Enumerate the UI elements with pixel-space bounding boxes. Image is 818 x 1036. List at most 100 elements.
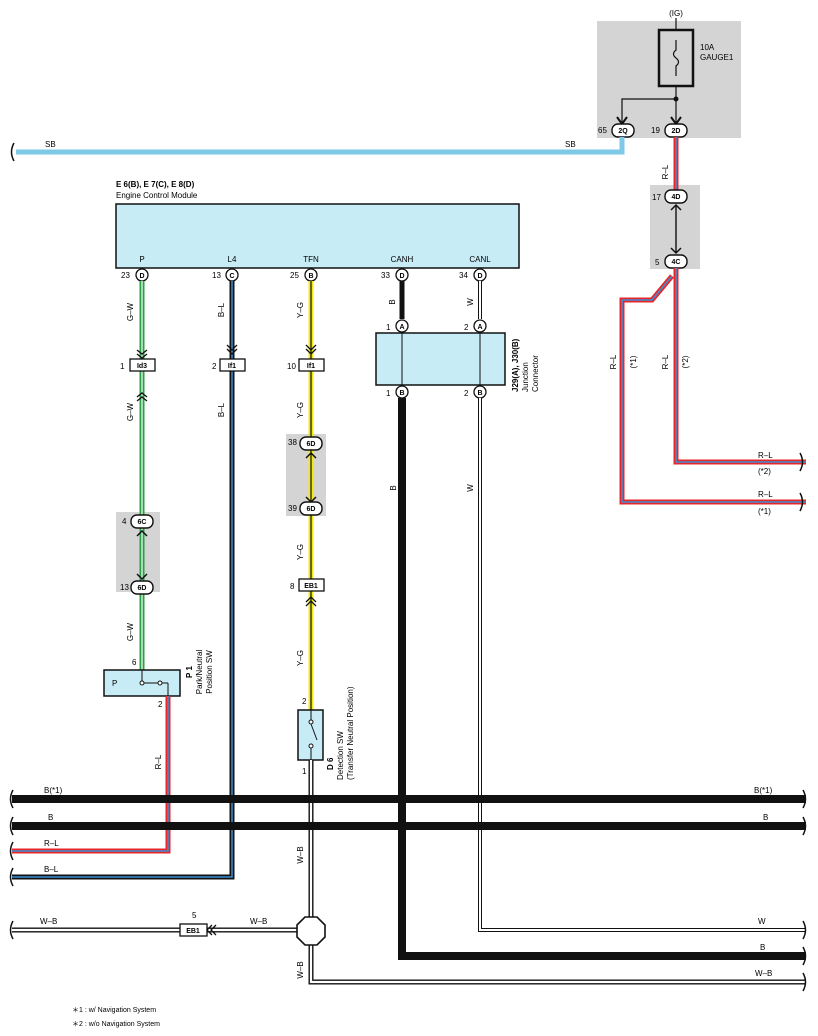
- d6-name: D 6: [326, 757, 335, 770]
- wire-sb-left-label: SB: [45, 140, 56, 149]
- pin-4c-no: 5: [655, 258, 660, 267]
- ecm-connectors: E 6(B), E 7(C), E 8(D): [116, 180, 195, 189]
- wire-w-junction-label: W: [466, 484, 475, 492]
- fuse-name: GAUGE1: [700, 53, 734, 62]
- wire-sb: [16, 137, 625, 155]
- wire-bl-label-1: B–L: [217, 302, 226, 317]
- pin-id3-no: 1: [120, 362, 125, 371]
- ecm-terminal-conn: D: [477, 273, 482, 280]
- connector-6d-c: 6D: [307, 506, 316, 513]
- bus-b-left: B: [48, 813, 53, 822]
- wire-wb-d6-label: W–B: [296, 846, 305, 863]
- pin-4d-no: 17: [652, 193, 661, 202]
- wire-canh-label: B: [388, 299, 397, 304]
- junction-connector-box: [375, 332, 506, 386]
- ecm-terminal-name: CANH: [391, 255, 414, 264]
- note-1: ＊1 : w/ Navigation System: [72, 1007, 156, 1014]
- wire-rl-p1-label: R–L: [154, 754, 163, 769]
- d6-pin2: 2: [302, 697, 307, 706]
- connector-if1b: If1: [307, 363, 315, 370]
- wire-rl-p1: [12, 696, 171, 854]
- ecm-terminal-name: CANL: [469, 255, 491, 264]
- wire-break-left-icons: [9, 789, 14, 940]
- ecm-terminal-canh: CANH 33 D: [381, 255, 414, 282]
- ecm-terminal-pin-no: 13: [212, 271, 221, 280]
- p1-pin6: 6: [132, 658, 137, 667]
- ground-splice-icon: [296, 916, 326, 946]
- wire-rl-star2-label: R–L: [661, 354, 670, 369]
- ecm-terminal-pin-no: 33: [381, 271, 390, 280]
- ecm-terminal-conn: B: [308, 273, 313, 280]
- fuse-element-icon: [672, 40, 680, 76]
- connector-4d: 4D: [672, 194, 681, 201]
- jc-bot-pin1: B: [399, 390, 404, 397]
- jc-bot-pin2: B: [477, 390, 482, 397]
- bus-b-star1-left: B(*1): [44, 786, 63, 795]
- ecm-terminal-name: TFN: [303, 255, 319, 264]
- d6-desc-1: Detection SW: [336, 731, 345, 780]
- wire-bl: [12, 281, 235, 880]
- jc-desc-1: Junction: [521, 362, 530, 392]
- right-rl-bottom-note: (*1): [758, 507, 771, 516]
- ecm-terminal-conn: C: [229, 273, 234, 280]
- pin-6d-b-no: 38: [288, 438, 297, 447]
- wire-rl-star2-note: (*2): [681, 355, 690, 368]
- jc-top-pin2-no: 2: [464, 323, 469, 332]
- bus-b-bottom-right: B: [760, 943, 765, 952]
- wire-yg-label-1: Y–G: [296, 302, 305, 318]
- right-rl-bottom-label: R–L: [758, 490, 773, 499]
- jc-top-pin2: A: [477, 324, 482, 331]
- bus-b-star1-right: B(*1): [754, 786, 773, 795]
- pin-6d-c-no: 39: [288, 504, 297, 513]
- bus-wb-mid: W–B: [250, 917, 267, 926]
- pin-2q-no: 65: [598, 126, 607, 135]
- ecm-terminal-pin-no: 34: [459, 271, 468, 280]
- right-rl-top-label: R–L: [758, 451, 773, 460]
- wire-rl-star1: [619, 274, 806, 505]
- wire-yg-label-4: Y–G: [296, 650, 305, 666]
- pin-if1b-no: 10: [287, 362, 296, 371]
- bus-b-right: B: [763, 813, 768, 822]
- jc-top-pin1: A: [399, 324, 404, 331]
- connector-id3: Id3: [137, 363, 147, 370]
- pin-2d-no: 19: [651, 126, 660, 135]
- ecm-name: Engine Control Module: [116, 191, 198, 200]
- wire-canl-label: W: [466, 298, 475, 306]
- ecm-terminal-conn: D: [139, 273, 144, 280]
- wire-bl-label-2: B–L: [217, 402, 226, 417]
- wire-gw-label-2: G–W: [126, 402, 135, 421]
- connector-eb1: EB1: [304, 583, 318, 590]
- wire-w-junction: [478, 398, 806, 932]
- fuse-rating: 10A: [700, 43, 715, 52]
- wire-b-junction-label: B: [389, 485, 398, 490]
- p1-name: P 1: [185, 666, 194, 678]
- connector-if1a: If1: [228, 363, 236, 370]
- p1-box-label: P: [112, 679, 117, 688]
- d6-switch-contact-icon: [308, 710, 318, 760]
- pin-eb1-bottom-no: 5: [192, 911, 197, 920]
- jc-top-pin1-no: 1: [386, 323, 391, 332]
- ig-label: (IG): [669, 9, 683, 18]
- pin-6d-a-no: 13: [120, 583, 129, 592]
- connector-2d: 2D: [672, 128, 681, 135]
- wire-yg-label-2: Y–G: [296, 402, 305, 418]
- d6-desc-2: (Transfer Neutral Position): [346, 686, 355, 780]
- ecm-terminal-l4: L4 13 C: [212, 255, 239, 282]
- note-2: ＊2 : w/o Navigation System: [72, 1021, 160, 1028]
- connector-eb1-bottom: EB1: [186, 928, 200, 935]
- ecm-box: [115, 203, 520, 269]
- connector-2q: 2Q: [618, 128, 628, 135]
- connector-6c: 6C: [138, 519, 147, 526]
- ecm-terminal-name: L4: [228, 255, 237, 264]
- jc-name: J29(A), J30(B): [511, 338, 520, 392]
- pin-if1a-no: 2: [212, 362, 217, 371]
- wire-rl-star1-note: (*1): [629, 355, 638, 368]
- p1-desc-1: Park/Neutral: [195, 650, 204, 695]
- ecm-terminal-pin-no: 25: [290, 271, 299, 280]
- jc-bot-pin1-no: 1: [386, 389, 391, 398]
- bus-rl-left: R–L: [44, 839, 59, 848]
- pin-eb1-no: 8: [290, 582, 295, 591]
- wire-rl-star1-label: R–L: [609, 354, 618, 369]
- wire-yg-label-3: Y–G: [296, 544, 305, 560]
- bus-wb-right: W–B: [755, 969, 772, 978]
